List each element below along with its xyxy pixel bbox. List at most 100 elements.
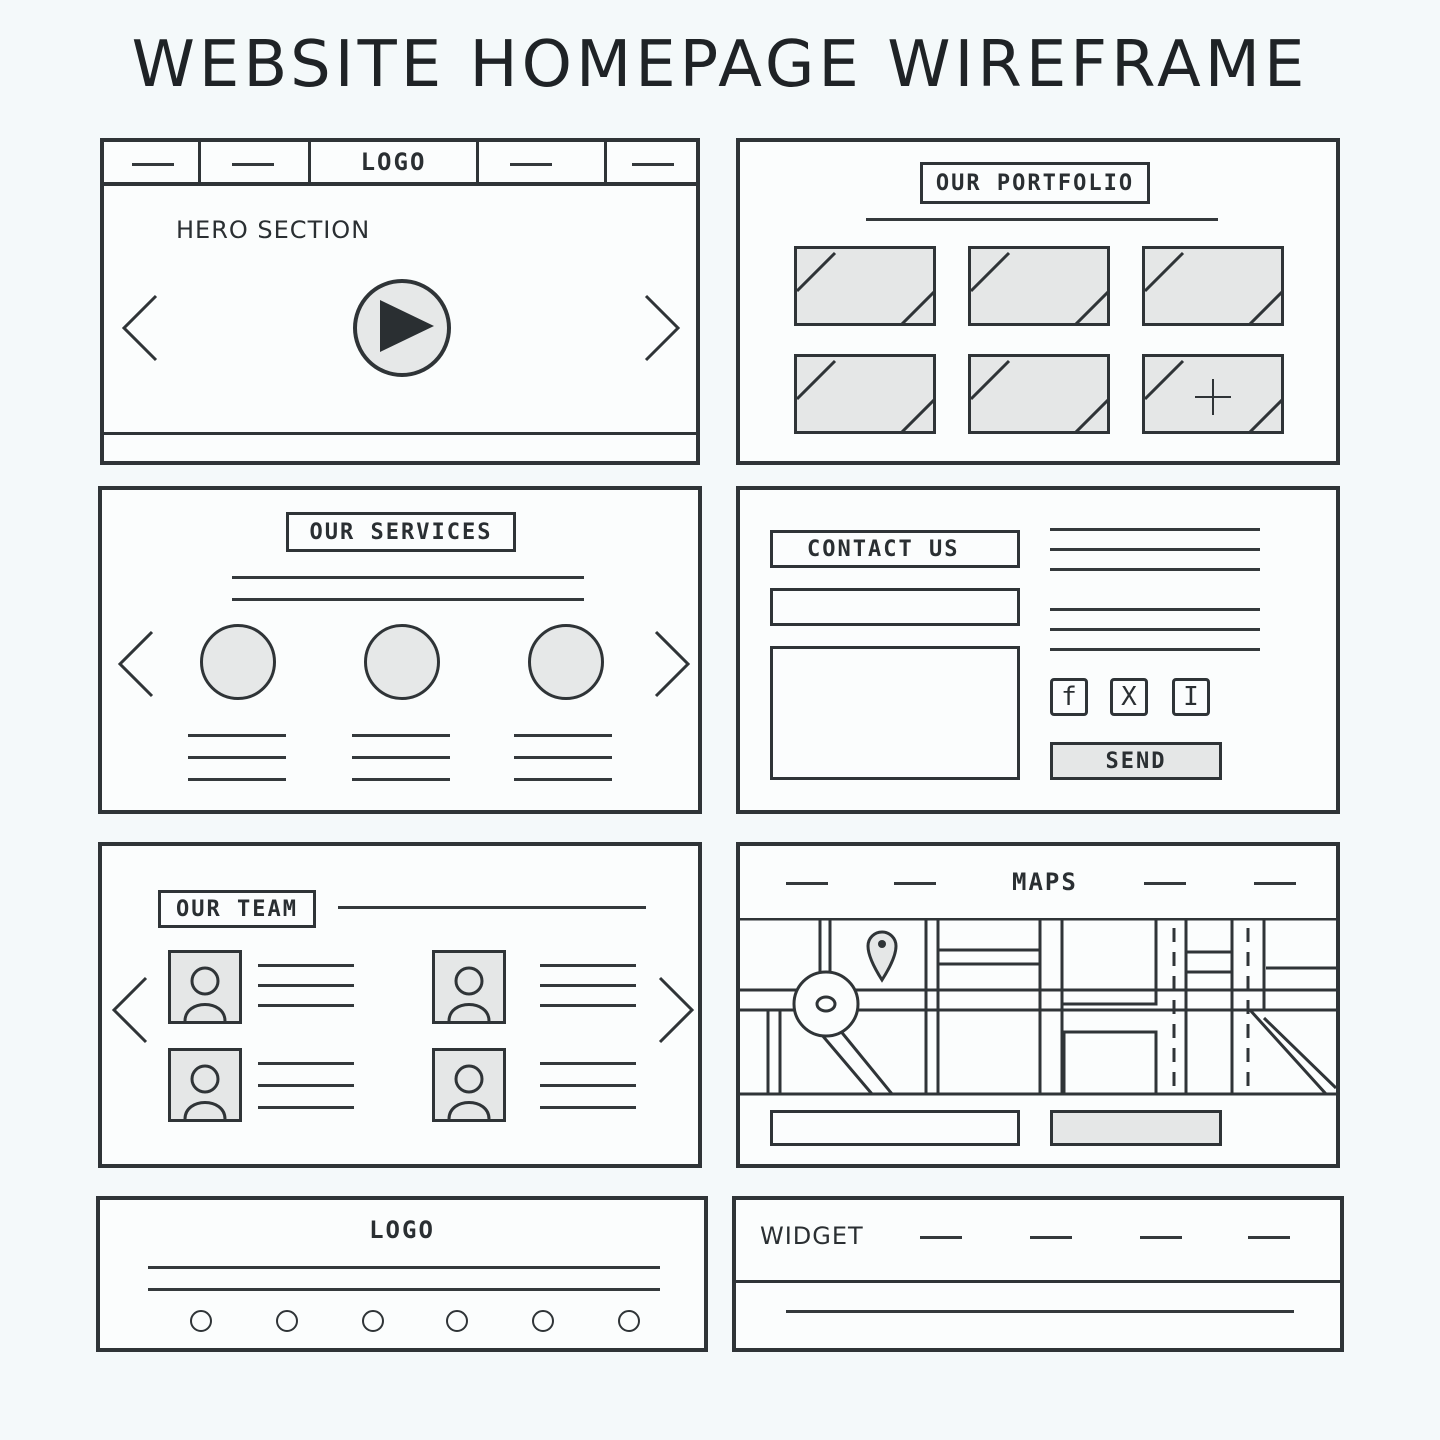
portfolio-thumbnail[interactable] [794, 246, 936, 326]
team-member-avatar[interactable] [168, 950, 242, 1024]
team-member-text-line [540, 1106, 636, 1109]
maps-nav-item[interactable] [786, 882, 828, 885]
footer-logo[interactable]: LOGO [369, 1216, 435, 1244]
chevron-left-icon[interactable] [120, 292, 160, 364]
team-member-text-line [540, 1084, 636, 1087]
facebook-icon[interactable]: f [1050, 678, 1088, 716]
contact-text-line [1050, 648, 1260, 651]
contact-message-textarea[interactable] [770, 646, 1020, 780]
contact-heading: CONTACT US [770, 530, 1020, 568]
team-panel: OUR TEAM [98, 842, 702, 1168]
hero-section-label: HERO SECTION [176, 216, 371, 244]
team-member-text-line [258, 1062, 354, 1065]
widget-divider [736, 1280, 1340, 1283]
footer-link-dot[interactable] [532, 1310, 554, 1332]
service-text-line [188, 734, 286, 737]
nav-item[interactable] [632, 163, 674, 166]
service-text-line [352, 734, 450, 737]
portfolio-thumbnail[interactable] [1142, 246, 1284, 326]
footer-link-dot[interactable] [446, 1310, 468, 1332]
contact-text-line [1050, 628, 1260, 631]
footer-link-dot[interactable] [618, 1310, 640, 1332]
service-text-line [188, 778, 286, 781]
maps-nav-item[interactable] [1254, 882, 1296, 885]
contact-panel: CONTACT US f X I SEND [736, 486, 1340, 814]
services-panel: OUR SERVICES [98, 486, 702, 814]
service-image[interactable] [364, 624, 440, 700]
map-pin-icon [866, 930, 898, 983]
nav-logo[interactable]: LOGO [360, 148, 427, 176]
footer-link-dot[interactable] [362, 1310, 384, 1332]
chevron-left-icon[interactable] [110, 974, 150, 1046]
map-search-input[interactable] [770, 1110, 1020, 1146]
map-view[interactable] [740, 918, 1336, 1096]
play-icon[interactable] [350, 276, 454, 380]
services-heading: OUR SERVICES [286, 512, 516, 552]
chevron-right-icon[interactable] [642, 292, 682, 364]
footer-text-line [148, 1266, 660, 1269]
service-image[interactable] [200, 624, 276, 700]
team-member-avatar[interactable] [432, 950, 506, 1024]
team-member-text-line [258, 964, 354, 967]
portfolio-thumbnail[interactable] [968, 354, 1110, 434]
team-member-text-line [540, 1062, 636, 1065]
instagram-icon[interactable]: I [1172, 678, 1210, 716]
contact-text-line [1050, 548, 1260, 551]
maps-panel: MAPS [736, 842, 1340, 1168]
hero-footer-bar [104, 432, 696, 435]
team-member-avatar[interactable] [168, 1048, 242, 1122]
chevron-right-icon[interactable] [656, 974, 696, 1046]
footer-text-line [148, 1288, 660, 1291]
service-text-line [352, 778, 450, 781]
widget-panel: WIDGET [732, 1196, 1344, 1352]
portfolio-panel: OUR PORTFOLIO [736, 138, 1340, 465]
widget-nav-item[interactable] [1248, 1236, 1290, 1239]
x-icon[interactable]: X [1110, 678, 1148, 716]
service-text-line [188, 756, 286, 759]
team-heading: OUR TEAM [158, 890, 316, 928]
footer-link-dot[interactable] [190, 1310, 212, 1332]
maps-nav-item[interactable] [1144, 882, 1186, 885]
team-heading-line [338, 906, 646, 909]
contact-text-line [1050, 528, 1260, 531]
team-member-text-line [540, 964, 636, 967]
send-button[interactable]: SEND [1050, 742, 1222, 780]
nav-divider [308, 142, 311, 182]
team-member-text-line [258, 1004, 354, 1007]
footer-link-dot[interactable] [276, 1310, 298, 1332]
team-member-avatar[interactable] [432, 1048, 506, 1122]
map-search-button[interactable] [1050, 1110, 1222, 1146]
contact-text-line [1050, 568, 1260, 571]
portfolio-underline [866, 218, 1218, 221]
portfolio-thumbnail[interactable] [794, 354, 936, 434]
portfolio-thumbnail[interactable] [968, 246, 1110, 326]
nav-divider [476, 142, 479, 182]
service-text-line [514, 756, 612, 759]
service-text-line [514, 778, 612, 781]
chevron-left-icon[interactable] [116, 628, 156, 700]
contact-name-input[interactable] [770, 588, 1020, 626]
service-text-line [514, 734, 612, 737]
maps-nav-item[interactable] [894, 882, 936, 885]
widget-nav-item[interactable] [1030, 1236, 1072, 1239]
nav-divider [604, 142, 607, 182]
hero-nav-bar: LOGO [104, 142, 696, 186]
nav-item[interactable] [132, 163, 174, 166]
chevron-right-icon[interactable] [652, 628, 692, 700]
service-image[interactable] [528, 624, 604, 700]
nav-divider [198, 142, 201, 182]
nav-item[interactable] [232, 163, 274, 166]
team-member-text-line [258, 1106, 354, 1109]
team-member-text-line [540, 1004, 636, 1007]
widget-nav-item[interactable] [920, 1236, 962, 1239]
hero-panel: LOGO HERO SECTION [100, 138, 700, 465]
maps-heading: MAPS [1012, 868, 1078, 896]
portfolio-add-thumbnail[interactable] [1142, 354, 1284, 434]
widget-label: WIDGET [760, 1222, 864, 1250]
team-member-text-line [258, 984, 354, 987]
footer-panel: LOGO [96, 1196, 708, 1352]
nav-item[interactable] [510, 163, 552, 166]
services-text-line [232, 598, 584, 601]
team-member-text-line [258, 1084, 354, 1087]
widget-nav-item[interactable] [1140, 1236, 1182, 1239]
